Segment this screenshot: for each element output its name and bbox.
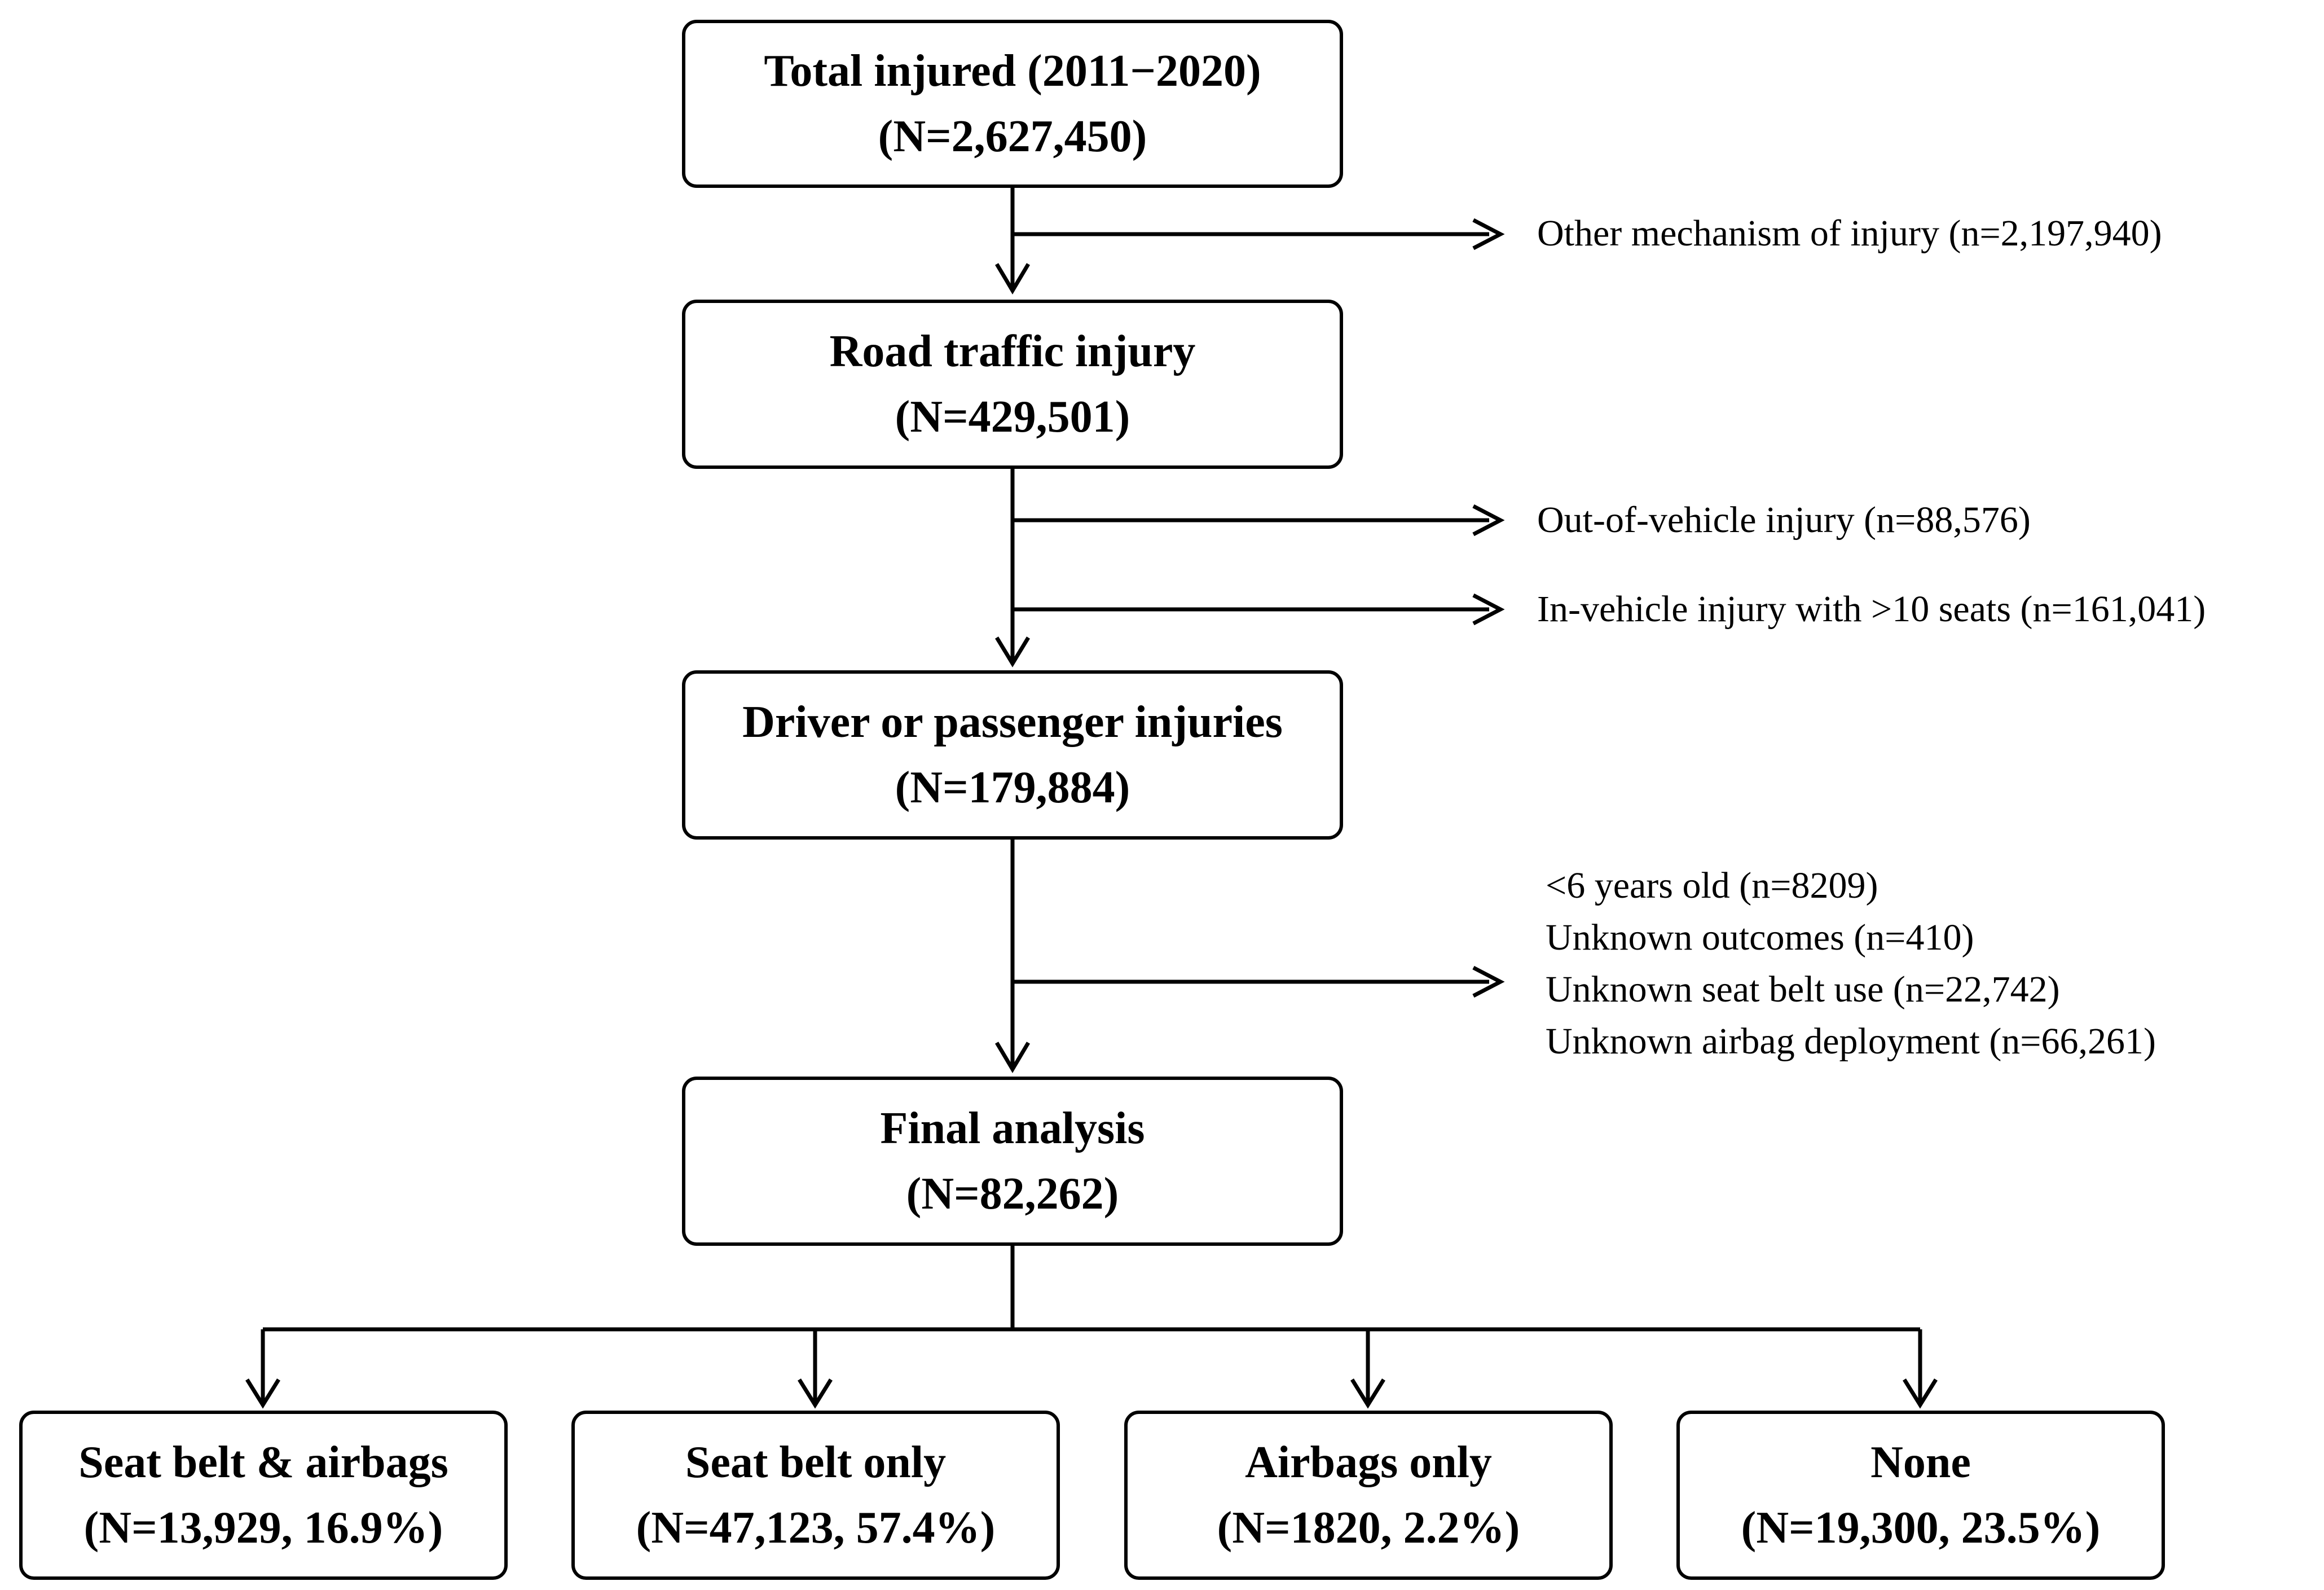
- arrowhead-right: [1472, 593, 1505, 626]
- exclusion-unknown-seat-belt: Unknown seat belt use (n=22,742): [1546, 969, 2060, 1010]
- arrowhead-down: [245, 1378, 280, 1409]
- group-box-seat-belt-only: Seat belt only (N=47,123, 57.4%): [571, 1411, 1060, 1580]
- box-count: (N=82,262): [906, 1169, 1119, 1219]
- exclusion-unknown-outcomes: Unknown outcomes (n=410): [1546, 917, 1974, 958]
- arrowhead-down: [995, 636, 1030, 667]
- group-title: Seat belt & airbags: [78, 1438, 448, 1487]
- exclusion-out-of-vehicle: Out-of-vehicle injury (n=88,576): [1537, 499, 2031, 541]
- box-driver-passenger: Driver or passenger injuries (N=179,884): [682, 670, 1343, 840]
- box-title: Driver or passenger injuries: [742, 697, 1283, 747]
- group-box-none: None (N=19,300, 23.5%): [1676, 1411, 2165, 1580]
- group-title: Seat belt only: [685, 1438, 947, 1487]
- arrowhead-down: [994, 263, 1031, 295]
- group-count: (N=13,929, 16.9%): [83, 1503, 443, 1553]
- arrowhead-right: [1472, 965, 1505, 998]
- group-count: (N=19,300, 23.5%): [1741, 1503, 2101, 1553]
- exclusion-group-criteria: <6 years old (n=8209) Unknown outcomes (…: [1546, 860, 2156, 1068]
- box-total-injured: Total injured (2011−2020) (N=2,627,450): [682, 20, 1343, 188]
- group-box-seat-belt-airbags: Seat belt & airbags (N=13,929, 16.9%): [19, 1411, 508, 1580]
- exclusion-in-vehicle-seats: In-vehicle injury with >10 seats (n=161,…: [1537, 588, 2206, 630]
- group-box-airbags-only: Airbags only (N=1820, 2.2%): [1124, 1411, 1613, 1580]
- arrowhead-right: [1472, 504, 1505, 537]
- box-title: Road traffic injury: [829, 327, 1196, 376]
- exclusion-other-mechanism: Other mechanism of injury (n=2,197,940): [1537, 213, 2162, 254]
- box-count: (N=179,884): [895, 763, 1130, 812]
- arrowhead-down: [994, 1042, 1031, 1073]
- box-title: Total injured (2011−2020): [764, 46, 1261, 96]
- box-title: Final analysis: [880, 1104, 1145, 1153]
- box-final-analysis: Final analysis (N=82,262): [682, 1077, 1343, 1246]
- group-title: None: [1870, 1438, 1971, 1487]
- arrowhead-right: [1472, 218, 1505, 251]
- box-count: (N=429,501): [895, 392, 1130, 442]
- box-road-traffic-injury: Road traffic injury (N=429,501): [682, 300, 1343, 469]
- arrowhead-down: [1350, 1378, 1385, 1409]
- exclusion-under-6: <6 years old (n=8209): [1546, 865, 1878, 906]
- group-count: (N=1820, 2.2%): [1217, 1503, 1520, 1553]
- group-title: Airbags only: [1245, 1438, 1492, 1487]
- arrowhead-down: [798, 1378, 833, 1409]
- arrowhead-down: [1903, 1378, 1938, 1409]
- box-count: (N=2,627,450): [878, 112, 1147, 161]
- exclusion-unknown-airbag: Unknown airbag deployment (n=66,261): [1546, 1021, 2156, 1062]
- group-count: (N=47,123, 57.4%): [636, 1503, 996, 1553]
